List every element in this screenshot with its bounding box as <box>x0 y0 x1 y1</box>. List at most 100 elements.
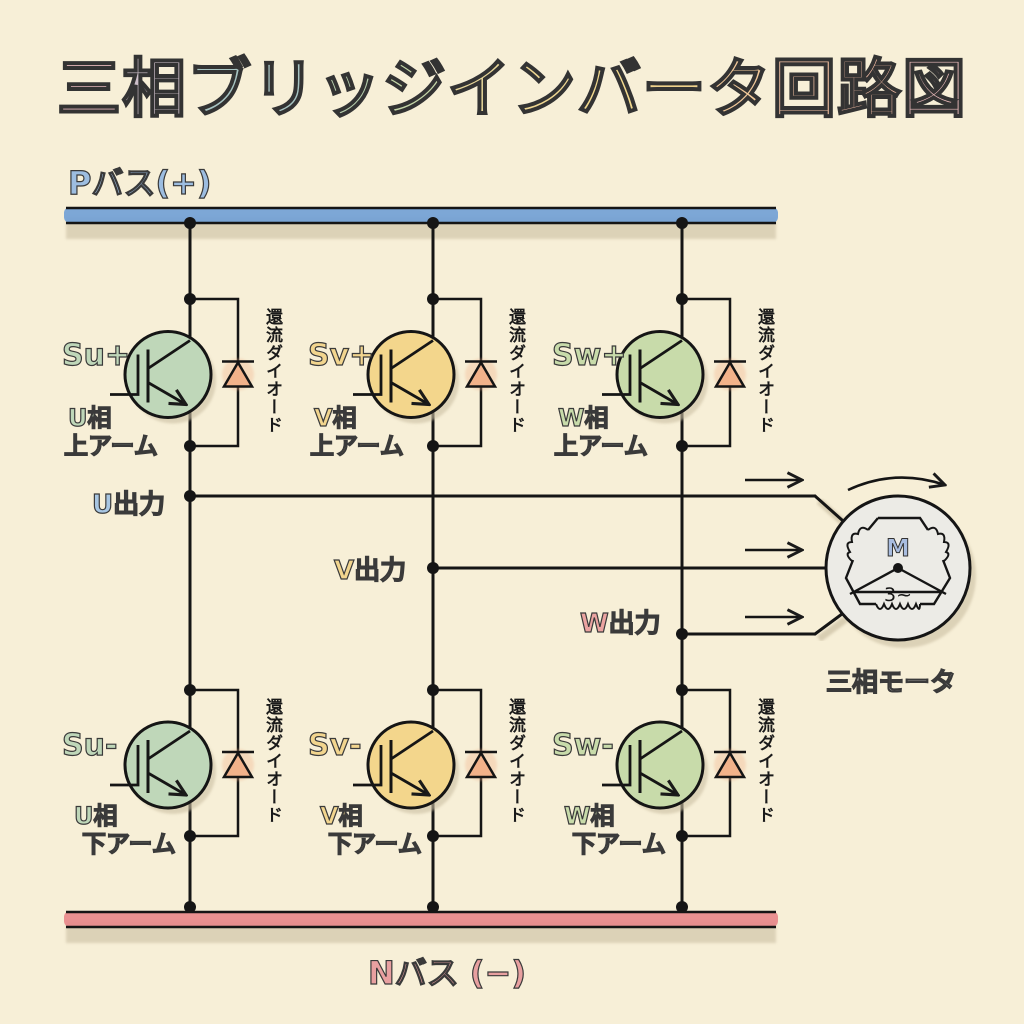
junction-dot <box>427 562 439 574</box>
title-char: タ <box>706 52 772 128</box>
motor-coil-left <box>846 526 869 563</box>
switch-label-w-upper: Sw+ <box>551 337 627 373</box>
diode-label-v-upper: 還流ダイオード <box>505 308 525 434</box>
arm-label-u-lower-arm: 下アーム <box>81 829 176 858</box>
junction-dot <box>676 293 688 305</box>
junction-dot <box>676 217 688 229</box>
p-bus-label: Pバス(+) <box>67 163 212 202</box>
diode-triangle <box>464 750 498 779</box>
diode-label-w-upper: 還流ダイオード <box>754 308 774 434</box>
diagram-title: 三相ブリッジインバータ回路図 <box>0 38 1024 130</box>
igbt-emitter-arrow <box>390 381 429 405</box>
arm-label-w-lower-arm: 下アーム <box>571 829 666 858</box>
diode-triangle <box>713 750 747 779</box>
motor-label: 三相モータ <box>825 667 957 698</box>
junction-dot <box>427 293 439 305</box>
three-phase-motor: M 3~ <box>824 478 976 648</box>
junction-dot <box>184 293 196 305</box>
title-char: バ <box>576 52 642 128</box>
junction-dot <box>676 440 688 452</box>
motor-coil-bottom <box>875 601 921 610</box>
v-output-label: V出力 <box>333 555 407 586</box>
diode-label-v-lower: 還流ダイオード <box>505 698 525 824</box>
diode-label-w-lower: 還流ダイオード <box>754 698 774 824</box>
junction-dot <box>427 440 439 452</box>
igbt-collector <box>147 339 191 370</box>
title-char: 路 <box>836 52 902 128</box>
diode-triangle <box>221 360 255 388</box>
igbt-collector <box>147 729 191 761</box>
junction-dot <box>427 901 439 913</box>
junction-dot <box>184 490 196 502</box>
w-output-label: W出力 <box>579 608 661 639</box>
junction-dot <box>184 217 196 229</box>
igbt-collector <box>639 339 683 370</box>
title-char: リ <box>251 52 317 128</box>
u-lower-module <box>110 688 255 838</box>
junction-dot <box>676 628 688 640</box>
u-output-label: U出力 <box>91 489 166 520</box>
junction-dot <box>427 830 439 842</box>
arm-label-v-upper-arm: 上アーム <box>309 431 404 460</box>
n-bus-label: Nバス (−) <box>367 953 526 992</box>
igbt-emitter-arrow <box>639 771 678 795</box>
igbt-gate <box>353 745 383 787</box>
motor-star-wiring <box>849 566 947 596</box>
v-upper-module <box>353 297 498 448</box>
w-upper-module <box>602 297 747 448</box>
junction-dot <box>427 217 439 229</box>
igbt-emitter-arrow <box>147 771 186 795</box>
arm-label-u-upper-arm: 上アーム <box>63 431 158 460</box>
arm-label-u-lower-phase: U相 <box>73 801 118 830</box>
p-bus-fill <box>64 207 778 223</box>
title-char: 回 <box>771 52 837 128</box>
junction-dot <box>676 830 688 842</box>
rotation-arrow <box>847 478 945 492</box>
igbt-gate <box>110 354 140 396</box>
title-char: ッ <box>316 52 382 128</box>
junction-dot <box>184 901 196 913</box>
diode-triangle <box>221 750 255 779</box>
title-char: ブ <box>186 52 252 128</box>
title-char: ジ <box>381 52 447 128</box>
switch-label-u-upper: Su+ <box>61 337 131 373</box>
switch-label-v-upper: Sv+ <box>307 337 375 373</box>
switch-label-w-lower: Sw- <box>551 727 614 763</box>
diode-triangle <box>464 360 498 388</box>
motor-symbol: M <box>886 534 910 562</box>
junction-dot <box>676 901 688 913</box>
motor-phase-text: 3~ <box>884 584 912 606</box>
arm-label-w-upper-arm: 上アーム <box>553 431 648 460</box>
igbt-gate <box>602 354 632 396</box>
junction-dot <box>184 684 196 696</box>
igbt-gate <box>353 354 383 396</box>
igbt-collector <box>390 729 434 761</box>
igbt-gate <box>110 745 140 787</box>
title-char: ー <box>641 52 707 128</box>
junction-dot <box>427 684 439 696</box>
junction-dot <box>184 440 196 452</box>
motor-neutral-dot <box>893 563 903 573</box>
motor-coil-right <box>927 526 950 563</box>
u-output-wire-bend <box>813 494 844 522</box>
diode-triangle <box>713 360 747 388</box>
arm-label-v-lower-phase: V相 <box>319 801 363 830</box>
arm-label-v-upper-phase: V相 <box>313 403 357 432</box>
title-char: ン <box>511 52 577 128</box>
diode-label-u-lower: 還流ダイオード <box>262 698 282 824</box>
w-lower-module <box>602 688 747 838</box>
u-upper-module <box>110 297 255 448</box>
igbt-collector <box>390 339 434 370</box>
arm-label-v-lower-arm: 下アーム <box>327 829 422 858</box>
arm-label-u-upper-phase: U相 <box>67 403 112 432</box>
junction-dot <box>184 830 196 842</box>
title-char: イ <box>446 52 512 128</box>
igbt-emitter-arrow <box>390 771 429 795</box>
igbt-emitter-arrow <box>639 381 678 405</box>
title-char: 相 <box>121 52 187 128</box>
w-output-wire-bend <box>813 612 844 636</box>
v-lower-module <box>353 688 498 838</box>
title-char: 三 <box>56 52 122 128</box>
title-char: 図 <box>901 52 967 128</box>
